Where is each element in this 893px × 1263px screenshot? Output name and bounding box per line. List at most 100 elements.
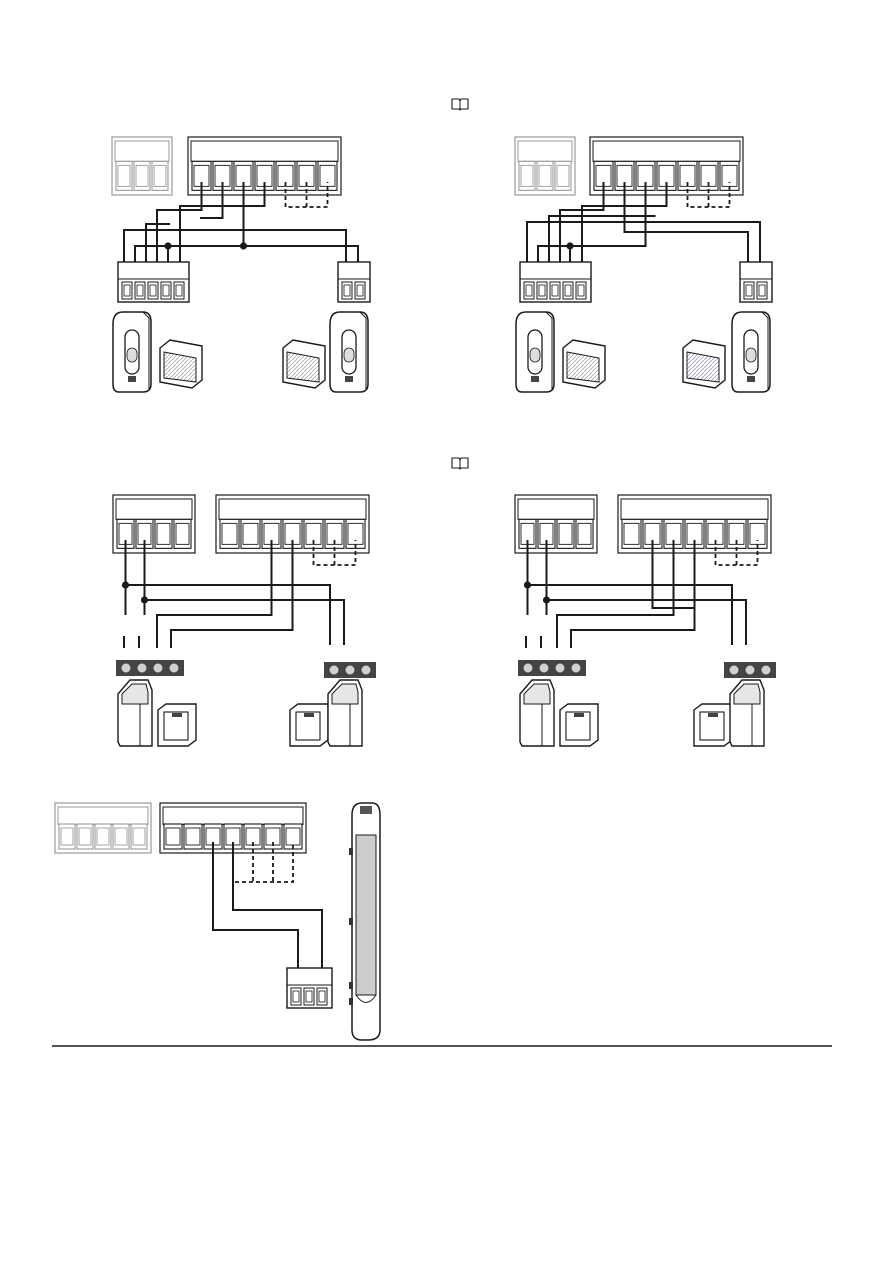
device-terminal-cell (317, 988, 327, 1005)
device-terminal-cell (174, 282, 184, 299)
safety-edge-clip (349, 998, 353, 1005)
photocell-badge (747, 376, 755, 382)
safety-edge (349, 803, 380, 1040)
safety-edge-clip (349, 848, 353, 855)
led-dot (524, 664, 533, 673)
wire (157, 540, 272, 648)
photocell-square (160, 340, 202, 388)
safety-edge-terminal (287, 968, 332, 1008)
photocell-wiring-b (515, 137, 772, 392)
junction-dot (141, 596, 148, 603)
device-terminal-cell (550, 282, 560, 299)
led-dot (730, 666, 739, 675)
device-terminal-cell (291, 988, 301, 1005)
photocell-post (520, 680, 554, 746)
photocell-square (283, 340, 325, 388)
safety-edge-wiring (55, 803, 380, 1040)
led-dot (122, 664, 131, 673)
led-dot (762, 666, 771, 675)
terminal-block-faint (515, 137, 575, 195)
device-terminal-cell (563, 282, 573, 299)
photocell-lens-inner (344, 348, 354, 362)
photocell-post (118, 680, 152, 746)
photocell-badge (345, 376, 353, 382)
led-strip (116, 660, 184, 676)
device-terminal-cell (524, 282, 534, 299)
photocell-box-slot (708, 713, 718, 717)
wire (213, 842, 298, 968)
terminal-block-faint (112, 137, 172, 195)
photocell-square (563, 340, 605, 388)
wire (233, 842, 322, 968)
photocell-lens-inner (746, 348, 756, 362)
device-terminal-cell (148, 282, 158, 299)
safety-edge-clip (349, 982, 353, 989)
safety-edge-cap (360, 806, 372, 814)
device-terminal-cell (355, 282, 365, 299)
device-terminal-cell (757, 282, 767, 299)
device-terminal-cell (342, 282, 352, 299)
device-terminal-rx (740, 262, 772, 302)
device-terminal-cell (161, 282, 171, 299)
photocell-box (694, 704, 732, 746)
photocell-post (328, 680, 362, 746)
wire (557, 540, 674, 648)
photocell-badge (128, 376, 136, 382)
photocell-wiring-c (113, 495, 376, 746)
junction-dot (164, 242, 171, 249)
photocell-lens-inner (530, 348, 540, 362)
led-dot (362, 666, 371, 675)
device-terminal-cell (576, 282, 586, 299)
photocell-column (113, 312, 151, 392)
led-dot (540, 664, 549, 673)
photocell-square (683, 340, 725, 388)
led-dot (138, 664, 147, 673)
junction-dot (543, 596, 550, 603)
led-dot (556, 664, 565, 673)
photocell-box-slot (172, 713, 182, 717)
device-terminal-cell (122, 282, 132, 299)
photocell-box (560, 704, 598, 746)
led-strip (324, 662, 376, 678)
led-dot (746, 666, 755, 675)
device-terminal-cell (744, 282, 754, 299)
led-strip (724, 662, 776, 678)
device-terminal-cell (304, 988, 314, 1005)
led-strip (518, 660, 586, 676)
book-icon (452, 99, 468, 110)
photocell-badge (531, 376, 539, 382)
junction-dot (122, 581, 129, 588)
photocell-lens-inner (127, 348, 137, 362)
led-dot (346, 666, 355, 675)
junction-dot (524, 581, 531, 588)
device-terminal-tx (118, 262, 189, 302)
photocell-box (158, 704, 196, 746)
device-terminal-rx (338, 262, 370, 302)
photocell-wiring-d (515, 495, 776, 746)
wire (538, 246, 570, 262)
photocell-box-slot (574, 713, 584, 717)
photocell-post (730, 680, 764, 746)
device-terminal-cell (537, 282, 547, 299)
photocell-column (732, 312, 770, 392)
safety-edge-clip (349, 918, 353, 925)
device-terminal-cell (135, 282, 145, 299)
junction-dot (240, 242, 247, 249)
photocell-box-slot (304, 713, 314, 717)
book-icon (452, 458, 468, 469)
wire (171, 540, 293, 648)
led-dot (154, 664, 163, 673)
led-dot (170, 664, 179, 673)
junction-dot (566, 242, 573, 249)
photocell-wiring-a (112, 137, 370, 392)
terminal-block-faint (55, 803, 151, 853)
led-dot (572, 664, 581, 673)
photocell-column (330, 312, 368, 392)
photocell-box (290, 704, 328, 746)
safety-edge-rubber (356, 835, 376, 995)
device-terminal-tx (520, 262, 591, 302)
led-dot (330, 666, 339, 675)
wire (527, 222, 760, 262)
photocell-column (516, 312, 554, 392)
